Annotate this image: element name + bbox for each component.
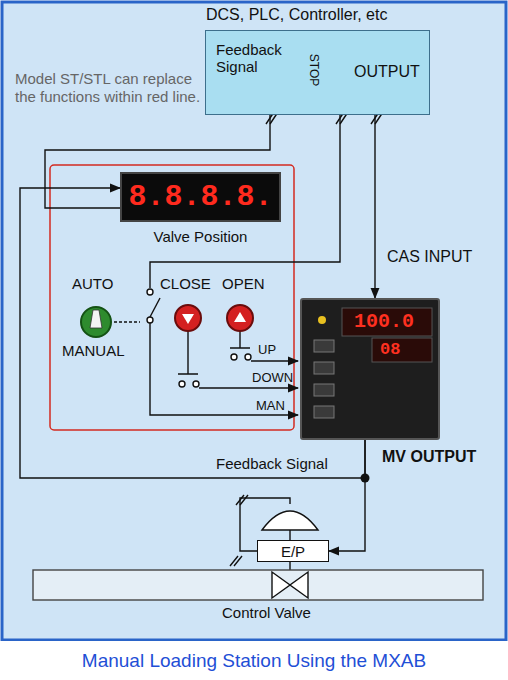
button-arrow — [182, 314, 194, 324]
caption: Manual Loading Station Using the MXAB — [0, 650, 508, 672]
button-name: CLOSE — [160, 275, 211, 292]
button-body — [175, 305, 201, 331]
mxab-unit: 100.008MV OUTPUT — [300, 298, 440, 440]
red-region — [50, 165, 294, 430]
switch-name: STOP — [307, 54, 321, 86]
unit-key — [314, 406, 334, 418]
display-value: 08 — [380, 340, 400, 359]
up-wire — [251, 360, 298, 361]
contact-terminal — [193, 381, 199, 387]
close-button — [175, 305, 201, 331]
output-name: MV OUTPUT — [382, 448, 476, 466]
down-wire — [199, 387, 298, 388]
switch-link — [114, 321, 140, 322]
switch-position: AUTO — [72, 275, 113, 292]
box-heading: DCS, PLC, Controller, etc — [206, 6, 387, 24]
switch-knob — [81, 307, 111, 337]
edge-label: Feedback Signal — [214, 455, 330, 472]
switch-contact — [147, 317, 153, 323]
switch-contact — [147, 289, 153, 295]
note-text: Model ST/STL can replace the functions w… — [15, 70, 210, 106]
unit-key — [314, 362, 334, 374]
switch-position: MANUAL — [62, 342, 125, 359]
ep-converter: E/P — [257, 540, 329, 562]
unit-lamp — [318, 316, 326, 324]
switch-lever — [90, 310, 102, 328]
button-arrow — [234, 312, 246, 322]
valve-body — [272, 572, 308, 598]
man-wire — [150, 323, 298, 415]
actuator-dome — [262, 511, 318, 530]
open-contact — [230, 331, 250, 348]
signal-line — [329, 440, 365, 551]
display-caption: Valve Position — [122, 228, 279, 245]
close-contact — [178, 331, 198, 374]
display-value: 100.0 — [354, 310, 414, 333]
contact-terminal — [231, 354, 237, 360]
signal-name: Feedback Signal — [216, 41, 294, 76]
contact-terminal — [179, 381, 185, 387]
controller-box: DCS, PLC, Controller, etcFeedback Signal… — [205, 30, 430, 115]
signal-name: MAN — [256, 398, 285, 413]
auto-manual-switch — [81, 307, 111, 337]
slash-marks — [230, 495, 248, 566]
part-name: Control Valve — [222, 604, 311, 621]
signal-line — [374, 115, 375, 298]
panel-ground — [2, 2, 506, 640]
button-body — [227, 305, 253, 331]
switch-blade — [150, 298, 160, 317]
signal-name: OUTPUT — [354, 63, 420, 81]
position-display: 8.8.8.8.Valve Position — [120, 172, 281, 222]
unit-window — [342, 308, 432, 336]
open-button — [227, 305, 253, 331]
unit-key — [314, 340, 334, 352]
signal-name: UP — [258, 342, 276, 357]
caption-ground — [0, 641, 508, 680]
contact-terminal — [245, 354, 251, 360]
edge-label: CAS INPUT — [385, 248, 474, 266]
unit-window — [372, 338, 432, 362]
unit-key — [314, 384, 334, 396]
pipe — [33, 570, 483, 600]
signal-name: DOWN — [252, 370, 293, 385]
display-digits: 8.8.8.8. — [122, 180, 279, 214]
button-name: OPEN — [222, 275, 265, 292]
converter-name: E/P — [258, 543, 328, 560]
